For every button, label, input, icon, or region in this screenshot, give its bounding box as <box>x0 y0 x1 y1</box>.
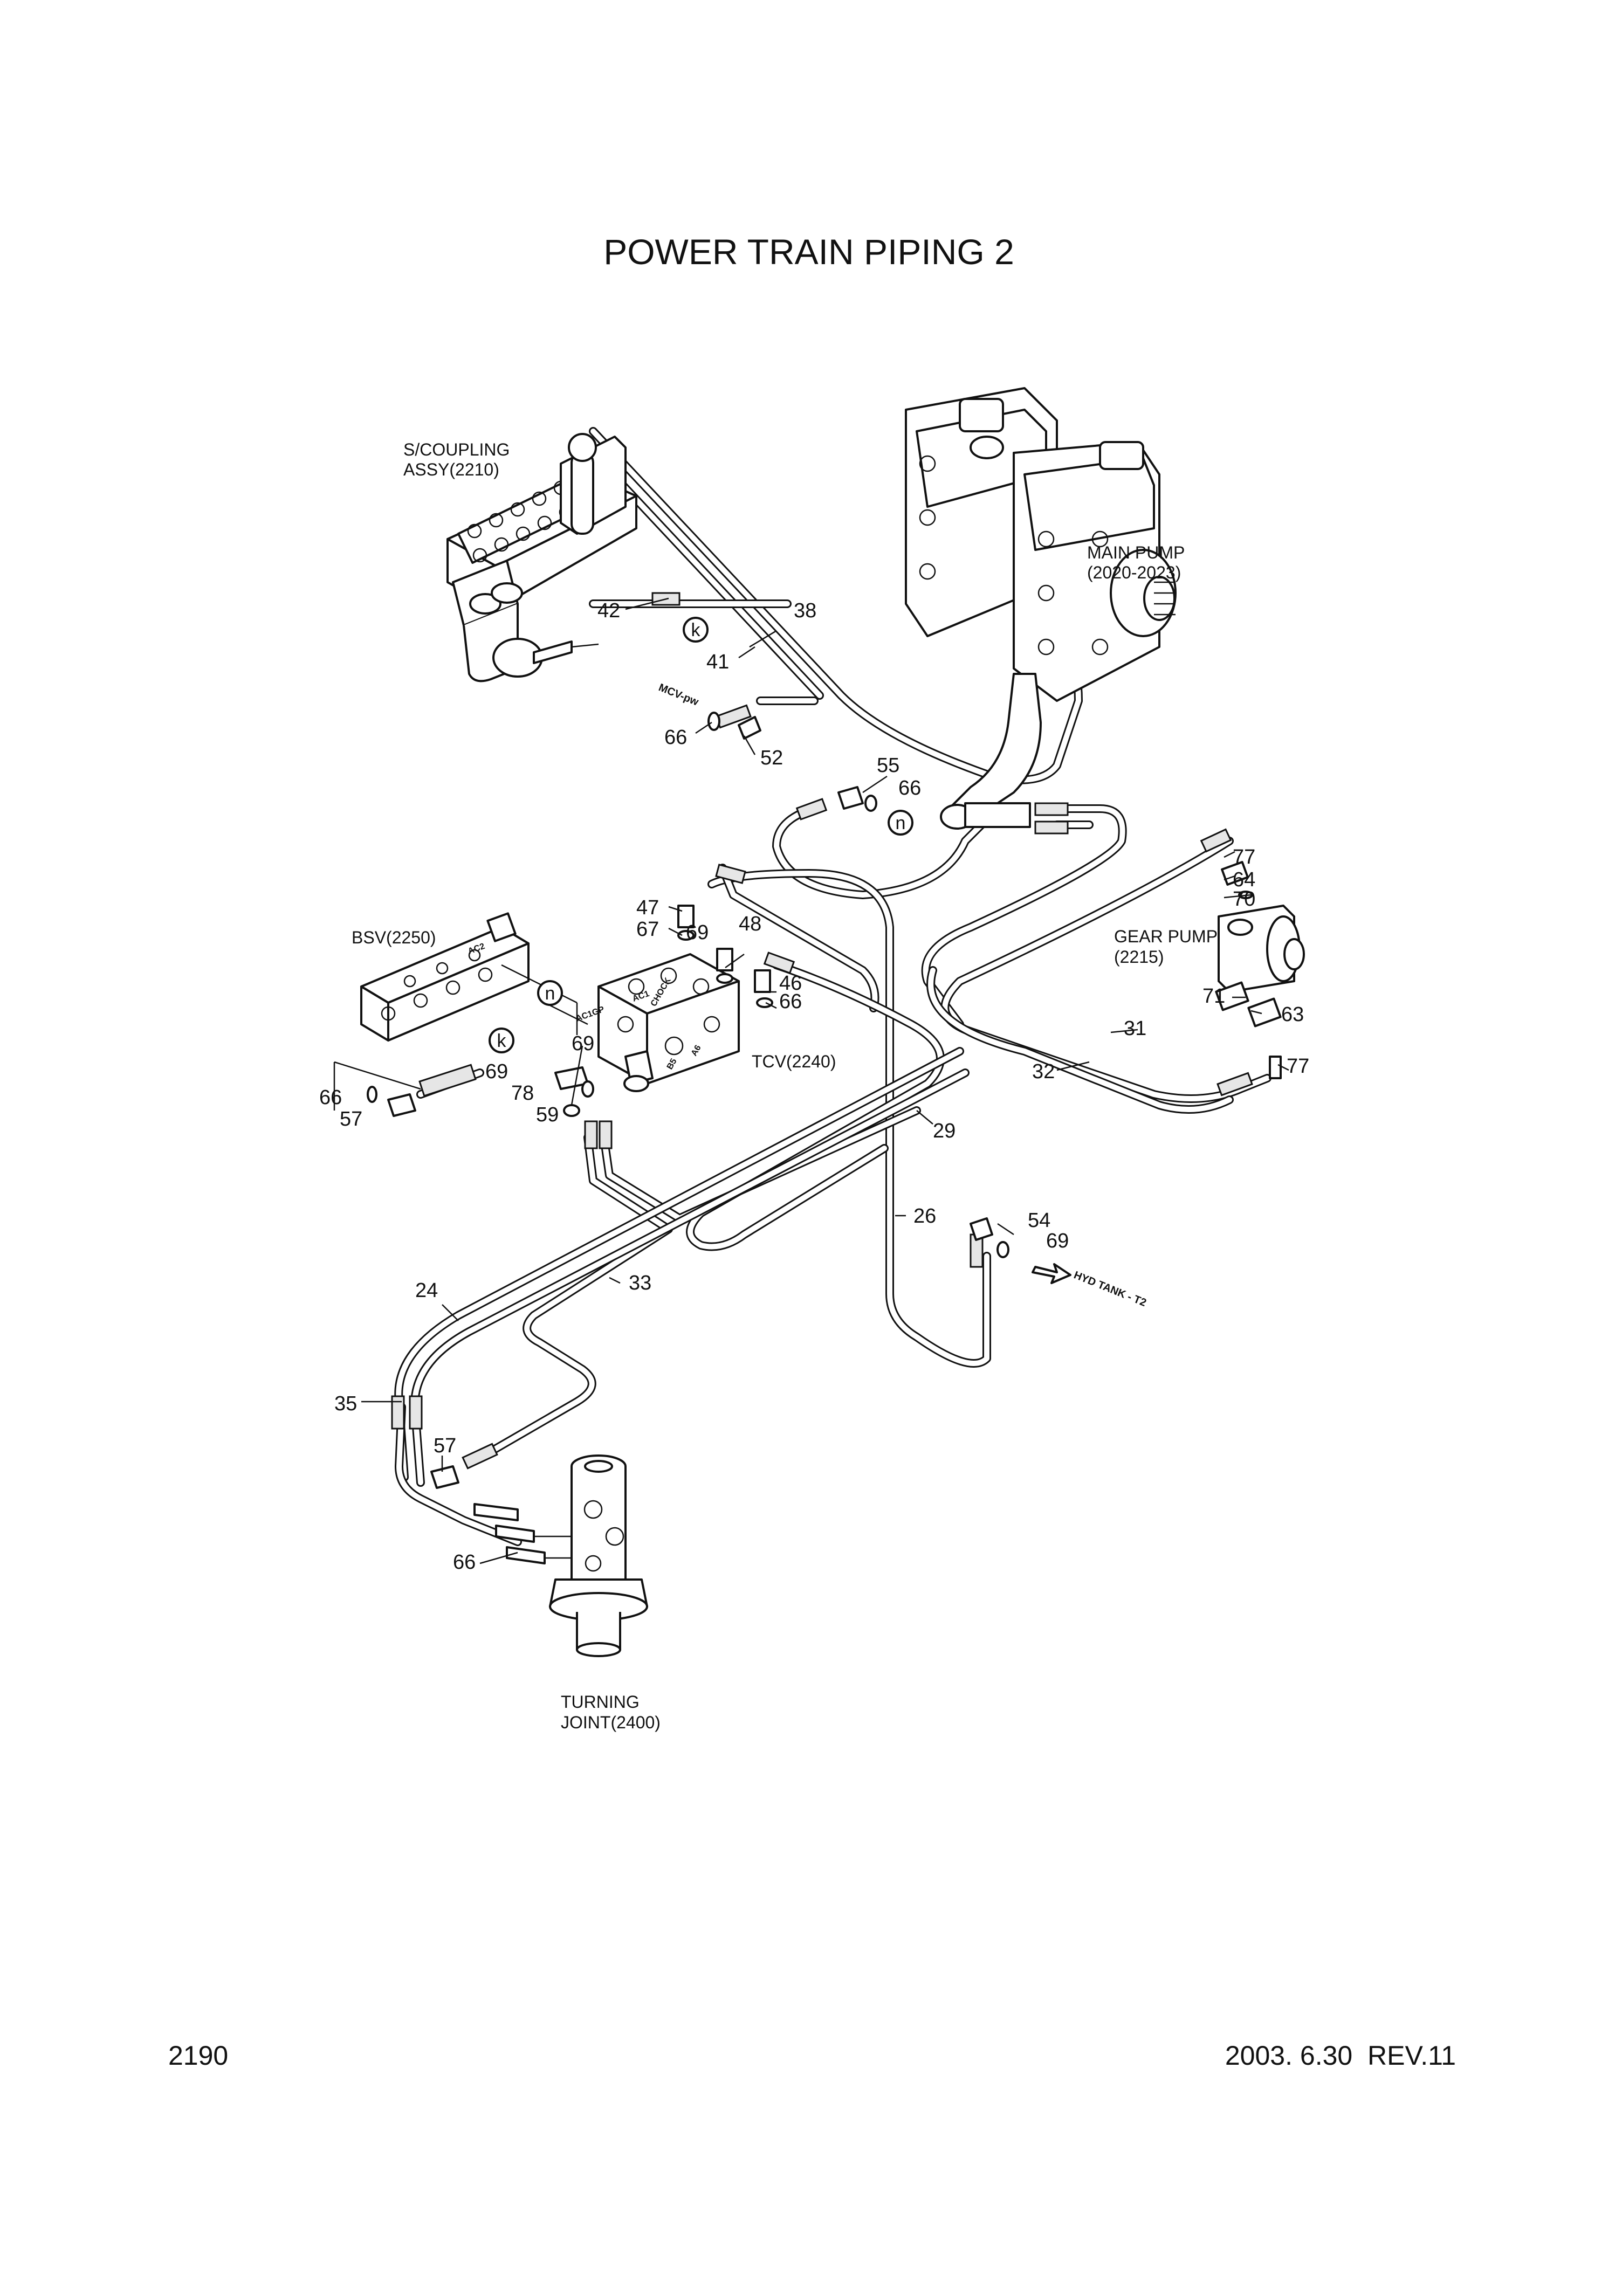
part-number-callout: 66 <box>664 726 687 749</box>
part-number-callout: 64 <box>1233 868 1255 891</box>
gear-pump <box>1215 861 1305 1028</box>
turning-joint-label-1: TURNING <box>561 1692 640 1712</box>
part-number-callout: 52 <box>760 747 783 769</box>
gear-pump-label-1: GEAR PUMP <box>1114 927 1218 946</box>
ref-circle-k-2-label: k <box>497 1031 507 1051</box>
part-number-callout: 70 <box>1233 888 1255 911</box>
part-number-callout: 77 <box>1287 1055 1309 1078</box>
main-pump-label-1: MAIN PUMP <box>1087 543 1185 562</box>
part-number-callout: 48 <box>739 913 761 935</box>
part-number-callout: 35 <box>334 1392 357 1415</box>
part-number-callout: 67 <box>636 918 659 941</box>
ref-circle-k-2 <box>489 1028 514 1053</box>
ref-circle-k-label: k <box>691 620 701 640</box>
main-pump <box>905 387 1177 830</box>
part-number-callout: 69 <box>485 1060 508 1083</box>
part-number-callout: 47 <box>636 897 659 919</box>
ref-circle-n-2 <box>537 980 563 1006</box>
reference-circles: k n n k <box>489 617 913 1053</box>
part-number-callout: 29 <box>933 1120 956 1142</box>
part-number-callout: 66 <box>779 990 802 1013</box>
gear-pump-label-2: (2215) <box>1114 947 1164 967</box>
part-number-callout: 57 <box>434 1435 456 1457</box>
part-number-callouts: 42 38 41 66 52 55 66 47 67 69 48 46 66 6… <box>319 599 1309 1574</box>
part-number-callout: 31 <box>1124 1017 1146 1040</box>
part-number-callout: 54 <box>1028 1209 1050 1232</box>
part-number-callout: 69 <box>686 921 709 944</box>
part-number-callout: 32 <box>1032 1060 1055 1083</box>
ref-circle-n-label: n <box>896 813 906 833</box>
part-number-callout: 42 <box>597 599 620 622</box>
part-number-callout: 55 <box>877 754 899 777</box>
hyd-tank-arrow-icon <box>1032 1263 1071 1284</box>
s-coupling-label-2: ASSY(2210) <box>403 460 499 479</box>
part-number-callout: 24 <box>415 1279 438 1302</box>
turning-joint <box>473 1454 648 1657</box>
leader-lines <box>333 597 1289 1564</box>
s-coupling-label-1: S/COUPLING <box>403 440 510 459</box>
part-number-callout: 66 <box>319 1086 342 1109</box>
bsv-valve <box>360 912 530 1042</box>
page-number: 2190 <box>168 2040 228 2071</box>
part-number-callout: 66 <box>898 777 921 799</box>
tcv-valve <box>597 953 740 1092</box>
part-number-callout: 46 <box>779 972 802 995</box>
ref-circle-n <box>888 810 913 836</box>
part-number-callout: 71 <box>1202 985 1225 1008</box>
part-number-callout: 77 <box>1233 846 1255 868</box>
main-pump-label-2: (2020-2023) <box>1087 563 1181 582</box>
part-number-callout: 38 <box>794 599 816 622</box>
tcv-label: TCV(2240) <box>752 1052 836 1071</box>
part-number-callout: 69 <box>572 1032 594 1055</box>
part-number-callout: 57 <box>340 1108 362 1130</box>
fittings-and-orings <box>367 712 1282 1489</box>
revision-label: 2003. 6.30 REV.11 <box>1225 2040 1456 2071</box>
component-labels: S/COUPLING ASSY(2210) MAIN PUMP (2020-20… <box>352 440 1218 1732</box>
part-number-callout: 63 <box>1281 1003 1304 1026</box>
part-number-callout: 41 <box>706 651 729 673</box>
part-number-callout: 59 <box>536 1104 559 1126</box>
s-coupling-assembly <box>446 433 637 682</box>
part-number-callout: 69 <box>1046 1230 1069 1252</box>
part-number-callout: 26 <box>913 1205 936 1228</box>
diagram-title: POWER TRAIN PIPING 2 <box>603 232 1014 272</box>
part-number-callout: 78 <box>511 1082 534 1105</box>
part-number-callout: 66 <box>453 1551 476 1574</box>
hose-lines <box>394 427 1272 1546</box>
mcv-pw-label: MCV-pw <box>657 681 700 708</box>
part-number-callout: 33 <box>629 1272 651 1294</box>
ref-circle-k <box>683 617 709 643</box>
ref-circle-n-2-label: n <box>545 983 555 1004</box>
hyd-tank-label: HYD TANK - T2 <box>1072 1269 1148 1309</box>
bsv-label: BSV(2250) <box>352 928 436 947</box>
turning-joint-label-2: JOINT(2400) <box>561 1713 661 1732</box>
hose-fittings <box>391 592 1253 1470</box>
